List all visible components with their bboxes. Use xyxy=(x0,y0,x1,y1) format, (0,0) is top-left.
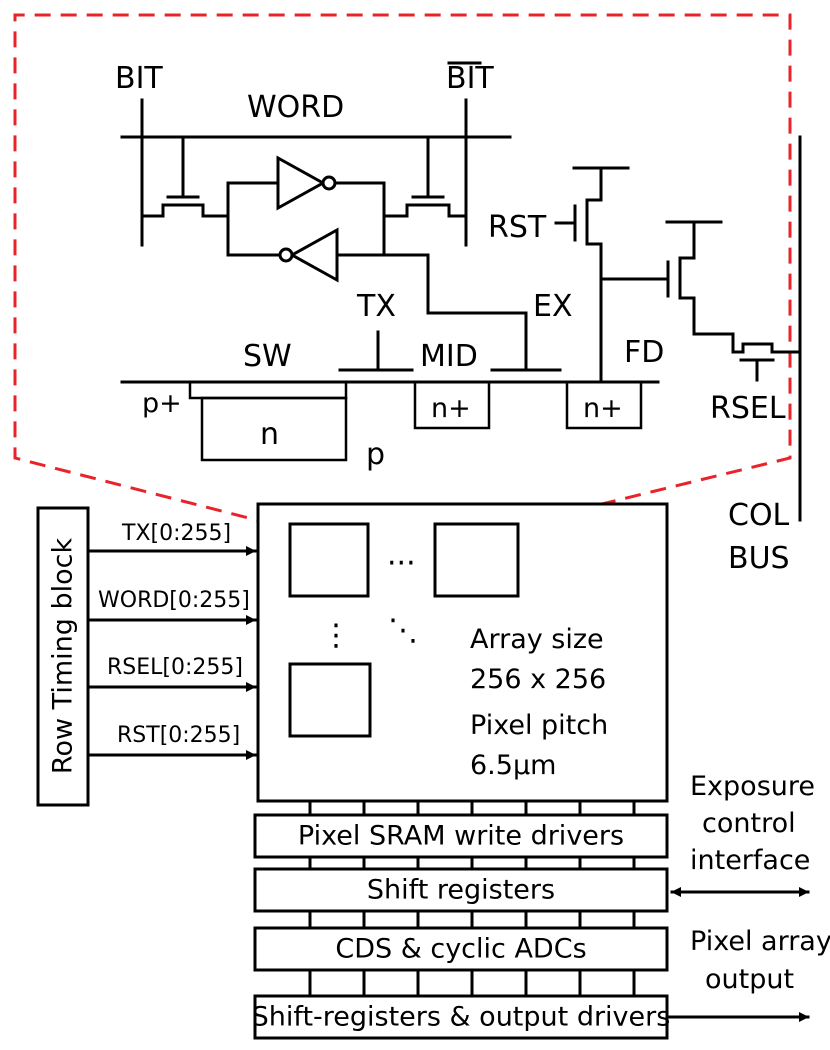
label-n-well: n xyxy=(260,417,279,452)
rsel-signal-label: RSEL[0:255] xyxy=(107,655,243,680)
shift-registers-block xyxy=(253,867,669,913)
pixel-bottom-left xyxy=(288,662,372,738)
n-photodiode xyxy=(200,396,348,462)
left-access-channel xyxy=(140,203,230,218)
label-p-plus: p+ xyxy=(142,388,182,419)
dots-horizontal: ··· xyxy=(387,546,416,581)
label-bus: BUS xyxy=(728,541,790,576)
rst-signal-label: RST[0:255] xyxy=(117,723,240,748)
cds-adc-label: CDS & cyclic ADCs xyxy=(335,934,586,965)
output-line-2: output xyxy=(705,964,794,995)
label-n-plus-fd: n+ xyxy=(583,393,623,424)
label-fd: FD xyxy=(624,335,664,370)
sf-channel xyxy=(678,256,696,300)
label-bit: BIT xyxy=(115,61,163,96)
dots-vertical: ⋮ xyxy=(321,618,351,653)
p-plus-layer xyxy=(188,380,348,400)
callout-outline xyxy=(13,13,792,526)
output-drivers-label: Shift-registers & output drivers xyxy=(252,1002,671,1033)
device-cross-section xyxy=(120,330,660,462)
n-plus-mid xyxy=(413,380,491,430)
output-line-1: Pixel array xyxy=(690,926,830,957)
label-mid: MID xyxy=(420,339,478,374)
rst-channel xyxy=(585,198,603,246)
row-timing-block xyxy=(36,506,90,807)
pixel-top-right xyxy=(433,522,520,598)
label-col: COL xyxy=(728,498,790,533)
inverter-2-bubble xyxy=(278,247,294,263)
label-ex: EX xyxy=(533,289,573,324)
inverter-1-bubble xyxy=(321,175,337,191)
label-bit-bar: BIT xyxy=(446,61,494,96)
label-p-substrate: p xyxy=(366,437,385,472)
array-size-value: 256 x 256 xyxy=(470,664,606,695)
exposure-line-3: interface xyxy=(690,845,810,876)
sram-drivers-block xyxy=(253,813,669,859)
label-tx: TX xyxy=(356,289,396,324)
exposure-line-2: control xyxy=(702,808,796,839)
label-word: WORD xyxy=(247,90,344,125)
sf-source-wire xyxy=(692,296,735,354)
sram-cell xyxy=(120,98,528,370)
label-rst: RST xyxy=(488,210,547,245)
array-size-label: Array size xyxy=(470,624,604,655)
pixel-top-left xyxy=(288,522,370,598)
exposure-line-1: Exposure xyxy=(690,771,815,802)
inverter-1 xyxy=(276,155,327,211)
row-signals: TX[0:255] WORD[0:255] RSEL[0:255] RST[0:… xyxy=(86,521,257,760)
sram-drivers-label: Pixel SRAM write drivers xyxy=(298,821,624,852)
pixel-pitch-label: Pixel pitch xyxy=(470,710,608,741)
word-signal-label: WORD[0:255] xyxy=(98,588,250,613)
readout-circuit xyxy=(554,135,802,522)
pixel-pitch-value: 6.5μm xyxy=(470,750,556,781)
n-plus-fd xyxy=(565,380,643,430)
row-timing-label: Row Timing block xyxy=(48,538,79,775)
tx-signal-label: TX[0:255] xyxy=(121,521,231,546)
bus-ticks xyxy=(308,799,636,998)
label-n-plus-mid: n+ xyxy=(431,393,471,424)
inverter-2 xyxy=(288,227,339,283)
shift-registers-label: Shift registers xyxy=(367,875,555,906)
dots-diagonal: ⋱ xyxy=(388,613,418,648)
cds-adc-block xyxy=(253,926,669,972)
ex-wire xyxy=(382,253,528,370)
right-access-channel xyxy=(382,203,468,218)
rsel-channel xyxy=(731,342,802,354)
label-rsel: RSEL xyxy=(710,391,786,426)
label-sw: SW xyxy=(243,339,292,374)
